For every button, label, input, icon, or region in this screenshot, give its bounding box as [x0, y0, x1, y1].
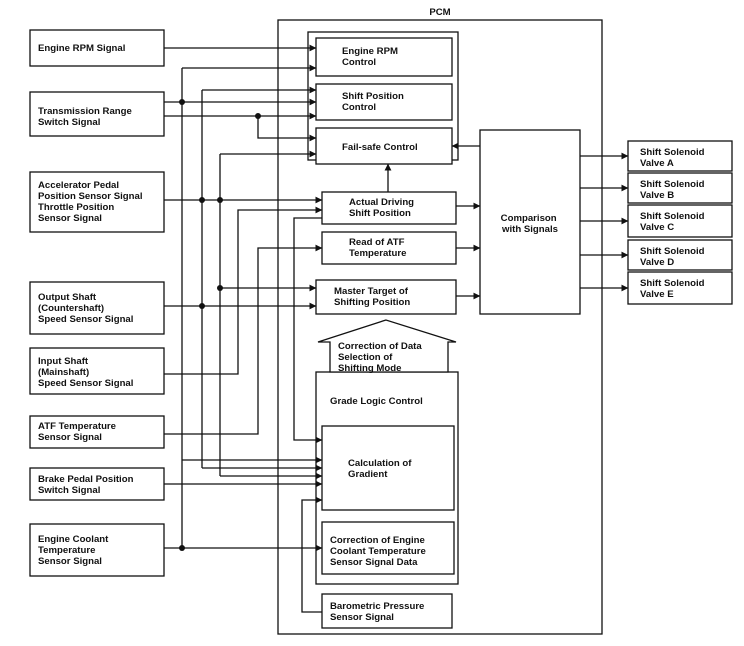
input-box-accelerator-throttle	[29, 171, 165, 233]
output-labels: Shift Solenoid Valve A Shift Solenoid Va…	[640, 147, 707, 300]
output-box-valve-c	[627, 204, 733, 238]
input-label-input-shaft: Input Shaft (Mainshaft) Speed Sensor Sig…	[38, 356, 133, 389]
output-box-valve-e	[627, 271, 733, 305]
barometric-pressure-sensor-box	[321, 593, 453, 629]
correction-selection-arrow-label: Correction of Data Selection of Shifting…	[338, 341, 424, 374]
read-of-atf-temperature-label: Read of ATF Temperature	[349, 237, 407, 259]
connector-actual-driving-to-gradient	[293, 217, 323, 444]
pcm-block-labels: Engine RPM Control Shift Position Contro…	[330, 46, 560, 623]
calculation-of-gradient-label: Calculation of Gradient	[348, 458, 414, 480]
shift-position-control-label: Shift Position Control	[342, 91, 407, 113]
connector-input-shaft-to-actual-driving	[164, 206, 323, 375]
master-target-shifting-position-box	[315, 279, 457, 315]
junction-dot	[255, 113, 261, 119]
grade-logic-control-label: Grade Logic Control	[330, 396, 423, 407]
correction-selection-hollow-arrow	[317, 319, 457, 373]
input-label-engine-coolant: Engine Coolant Temperature Sensor Signal	[38, 534, 111, 567]
master-target-shifting-position-label: Master Target of Shifting Position	[334, 286, 411, 308]
input-label-transmission-range: Transmission Range Switch Signal	[38, 106, 135, 128]
correction-engine-coolant-box	[321, 521, 455, 575]
junction-dot	[199, 303, 205, 309]
correction-engine-coolant-label: Correction of Engine Coolant Temperature…	[330, 535, 428, 568]
barometric-pressure-sensor-label: Barometric Pressure Sensor Signal	[330, 601, 427, 623]
output-box-valve-d	[627, 239, 733, 271]
input-boxes	[29, 29, 165, 577]
engine-rpm-control-box	[315, 37, 453, 77]
engine-rpm-control-label: Engine RPM Control	[342, 46, 401, 68]
connectors	[164, 44, 629, 613]
input-box-atf-temperature	[29, 415, 165, 449]
junction-dot	[199, 197, 205, 203]
actual-driving-shift-position-label: Actual Driving Shift Position	[349, 197, 417, 219]
input-label-atf-temperature: ATF Temperature Sensor Signal	[38, 421, 119, 443]
input-box-transmission-range	[29, 91, 165, 137]
input-box-engine-coolant	[29, 523, 165, 577]
output-label-valve-a: Shift Solenoid Valve A	[640, 147, 707, 169]
pcm-label: PCM	[429, 7, 450, 18]
junction-dot	[179, 99, 185, 105]
output-label-valve-d: Shift Solenoid Valve D	[640, 246, 707, 268]
output-label-valve-c: Shift Solenoid Valve C	[640, 211, 707, 233]
input-box-output-shaft	[29, 281, 165, 335]
connector-atf-temp-to-read-atf	[164, 244, 323, 435]
input-label-brake-pedal: Brake Pedal Position Switch Signal	[38, 474, 136, 496]
junction-dots	[179, 99, 261, 551]
input-label-output-shaft: Output Shaft (Countershaft) Speed Sensor…	[38, 292, 133, 325]
junction-dot	[179, 545, 185, 551]
output-label-valve-e: Shift Solenoid Valve E	[640, 278, 707, 300]
input-label-accelerator-throttle: Accelerator Pedal Position Sensor Signal…	[38, 180, 145, 224]
calculation-of-gradient-box	[321, 425, 455, 511]
fail-safe-control-box	[315, 127, 453, 165]
junction-dot	[217, 197, 223, 203]
pcm-blocks	[307, 31, 581, 629]
shift-position-control-box	[315, 83, 453, 121]
connector-barometric-to-gradient	[301, 496, 323, 613]
comparison-with-signals-box	[479, 129, 581, 315]
connector-trans-range-to-fail-safe	[257, 116, 317, 142]
output-label-valve-b: Shift Solenoid Valve B	[640, 179, 707, 201]
input-box-input-shaft	[29, 347, 165, 395]
output-boxes	[627, 140, 733, 305]
output-box-valve-a	[627, 140, 733, 172]
actual-driving-shift-position-box	[321, 191, 457, 225]
comparison-with-signals-label: Comparison with Signals	[501, 213, 560, 235]
input-labels: Engine RPM Signal Transmission Range Swi…	[38, 43, 145, 567]
input-box-brake-pedal	[29, 467, 165, 501]
input-box-engine-rpm	[29, 29, 165, 67]
input-label-engine-rpm: Engine RPM Signal	[38, 43, 125, 54]
junction-dot	[217, 285, 223, 291]
read-of-atf-temperature-box	[321, 231, 457, 265]
fail-safe-control-label: Fail-safe Control	[342, 142, 418, 153]
